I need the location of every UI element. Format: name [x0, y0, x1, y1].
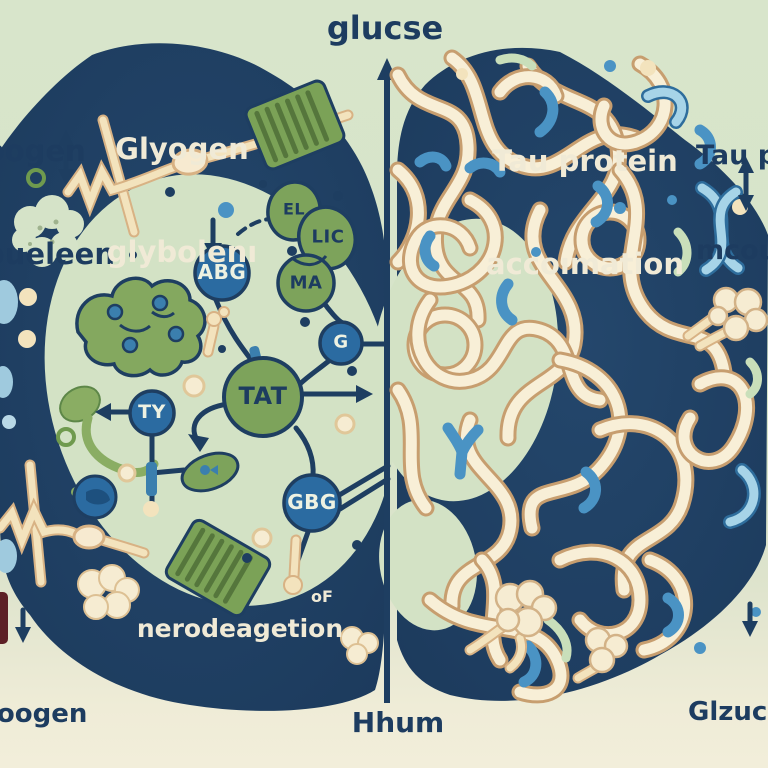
- blue-dot: [218, 202, 234, 218]
- right-outer-label: Tau pro mcoute: [696, 139, 768, 267]
- receptor-pin-icon: [202, 306, 230, 358]
- maroon-edge-mark: [0, 592, 8, 644]
- synapse-ball: [143, 501, 159, 517]
- left-outer-label: bogen bueleen: [0, 134, 115, 272]
- node-ma: [276, 253, 336, 313]
- left-panel-title: Glyogen glybolenı: [106, 132, 258, 270]
- right-bottom-outer-label: Glzuce accumat: [688, 697, 768, 728]
- top-axis-label: glucse: [326, 9, 444, 47]
- right-panel-title: Tau protein accoımation: [486, 144, 684, 282]
- node-label-ma: MA: [289, 272, 323, 294]
- brain-icon: [75, 276, 207, 378]
- annotation-arrows: [15, 130, 758, 643]
- node-label-tat: TAT: [238, 382, 288, 410]
- pathway-nodes: [128, 180, 364, 533]
- glycogen-granule-icon: [244, 79, 346, 171]
- synapse-mark: [146, 462, 157, 496]
- amyloid-plaque-icon: [682, 286, 768, 352]
- node-abg: [193, 244, 251, 302]
- node-gbg: [282, 473, 342, 533]
- amyloid-plaque-icon: [572, 626, 629, 684]
- node-g: [318, 320, 364, 366]
- left-edge-deposits: [0, 280, 37, 573]
- tau-fragments-blue: [414, 60, 761, 688]
- node-label-ty: TY: [138, 401, 166, 423]
- left-bottom-outer-label: loogen nabulıtion: [0, 699, 88, 730]
- node-label-abg: ABG: [197, 260, 247, 284]
- bottom-axis-label: Hhum: [351, 706, 445, 739]
- neuron-icon: [0, 459, 150, 588]
- left-bottom-caption: nerodeagetion: [136, 614, 344, 643]
- node-label-g: G: [333, 331, 349, 353]
- node-tat: [222, 356, 304, 438]
- plaque-cloud-icon: [340, 626, 379, 665]
- node-label-el: EL: [282, 199, 306, 219]
- green-fragments: [495, 53, 762, 663]
- glycogen-granule-icon: [164, 518, 272, 618]
- amyloid-plaque-icon: [464, 579, 558, 674]
- node-label-gbg: GBG: [287, 490, 337, 514]
- cytoplasm-dots: [129, 180, 362, 563]
- cream-vesicles: [117, 374, 356, 549]
- thermometer-pin-icon: [283, 534, 303, 595]
- node-ty: [128, 389, 176, 437]
- green-ring: [26, 168, 46, 188]
- node-label-lic: LIC: [311, 226, 345, 248]
- degrees-label: oF: [311, 587, 333, 606]
- mitochondria-icon: [180, 451, 240, 493]
- plaque-cloud-icon: [77, 564, 140, 620]
- vesicle-shadow: [86, 489, 110, 505]
- node-lic: [297, 205, 357, 271]
- astrocyte-cloud-icon: [12, 195, 84, 267]
